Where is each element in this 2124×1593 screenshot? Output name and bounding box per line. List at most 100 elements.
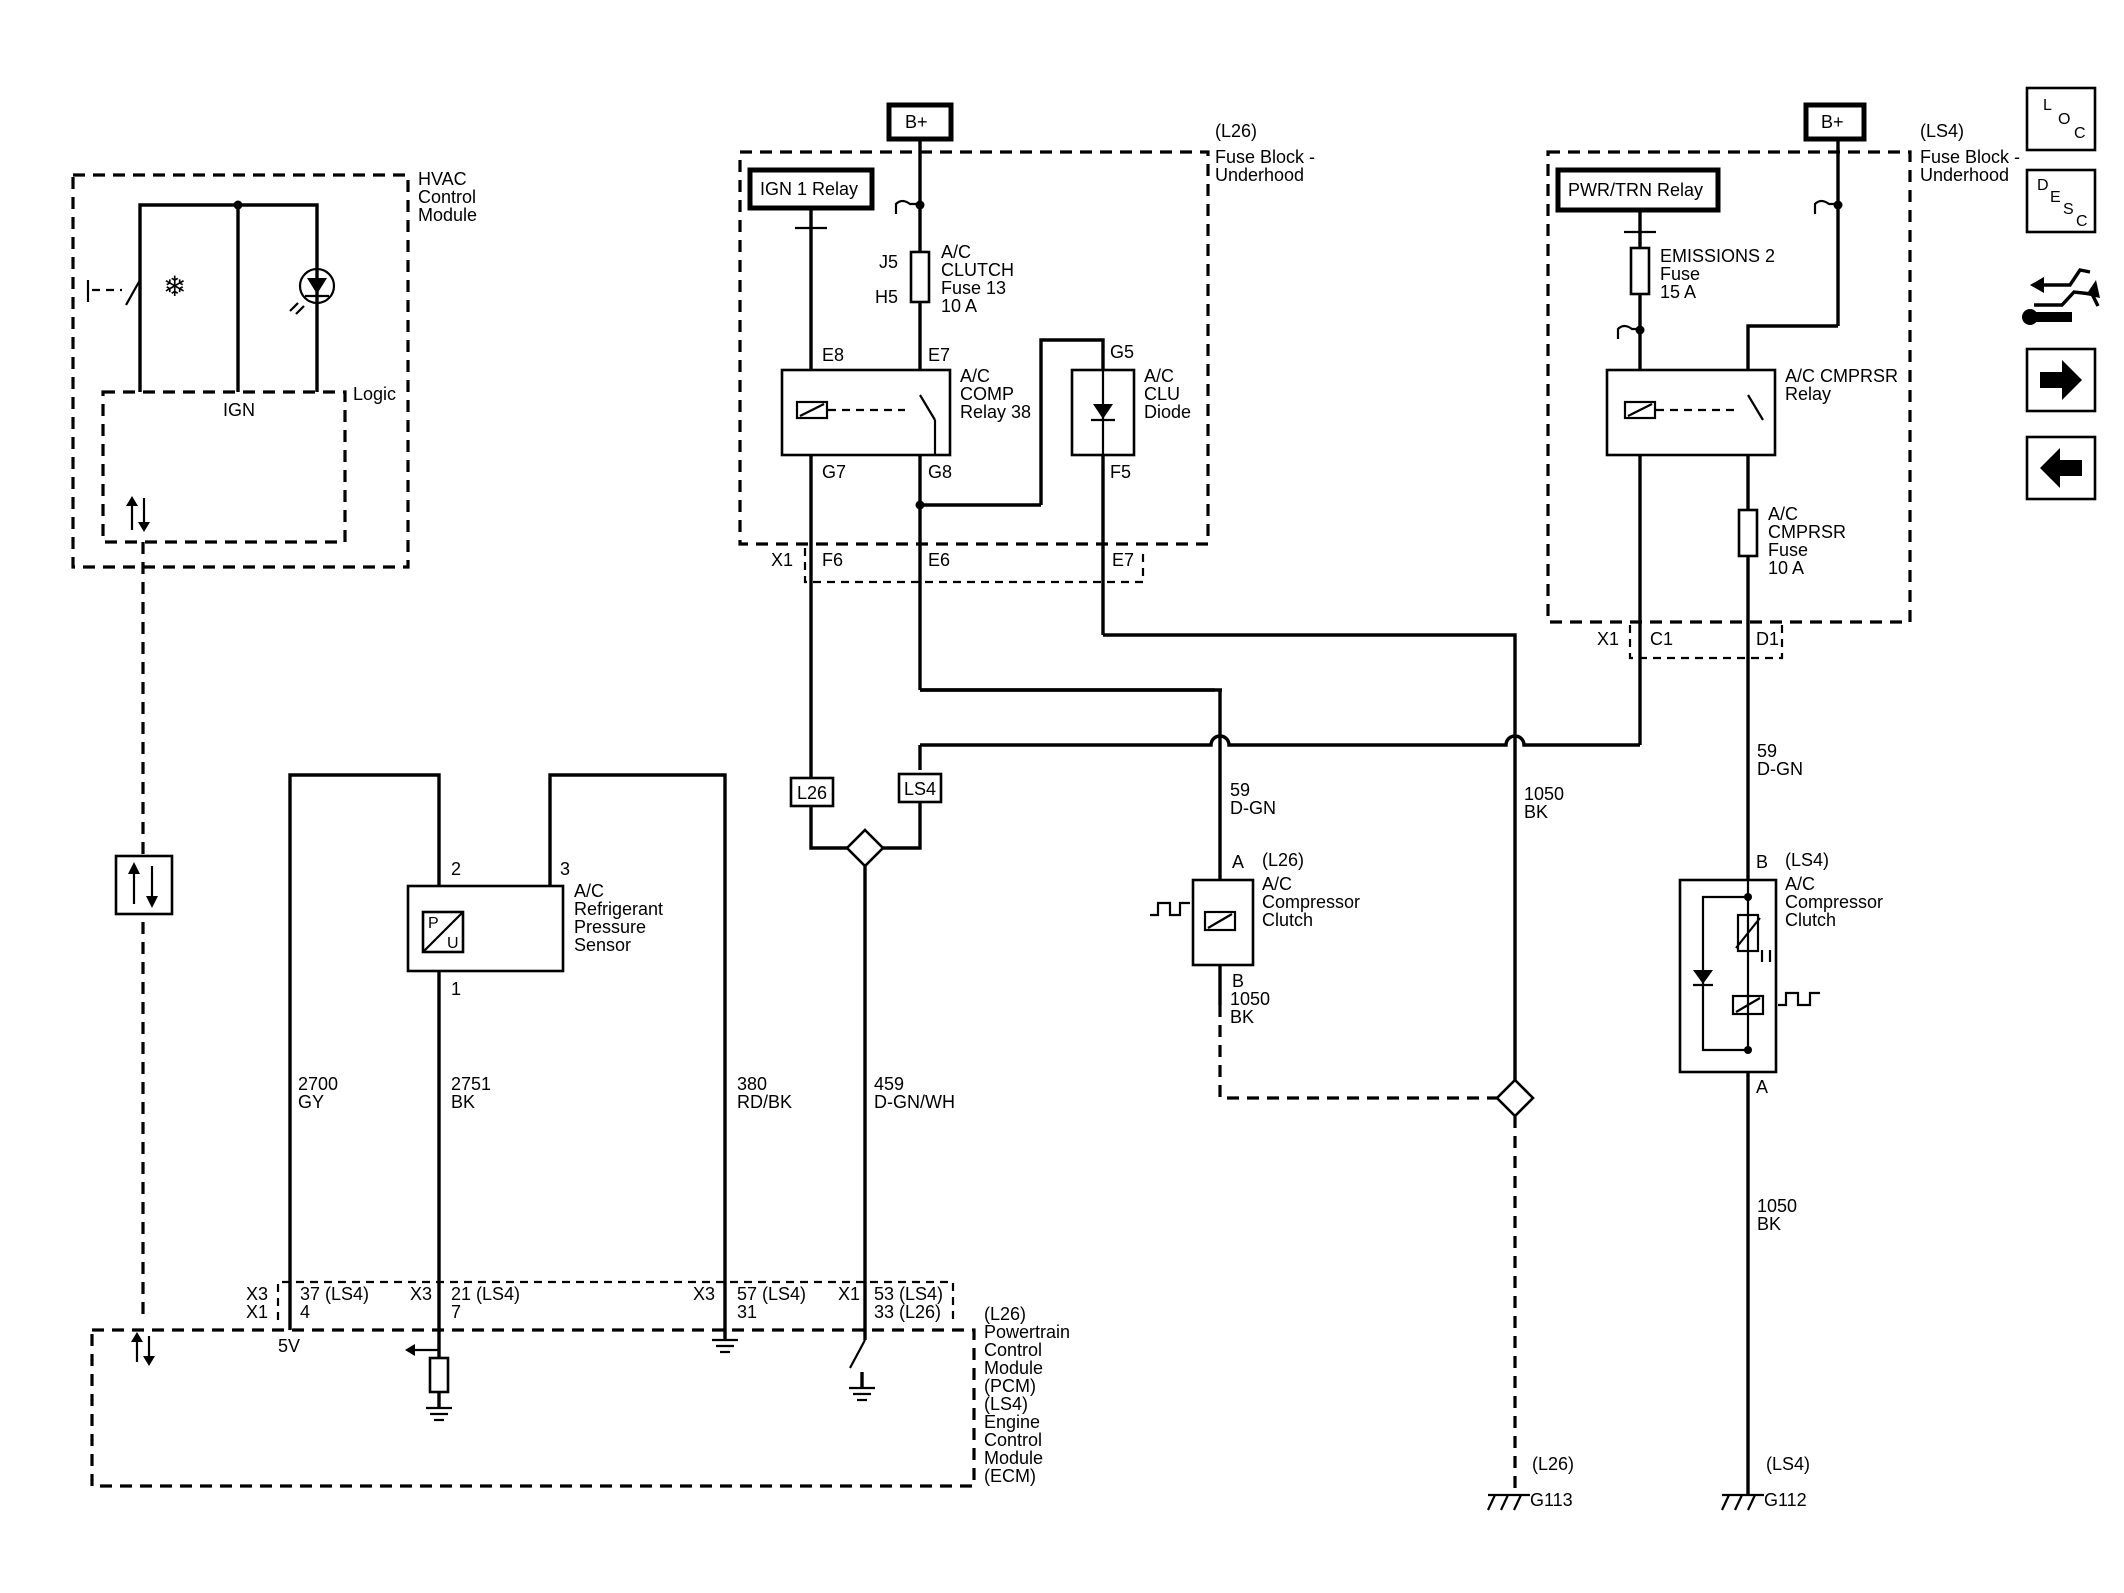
sensor-u-label: U — [447, 935, 459, 952]
ground-g112: (LS4) G112 — [1721, 1454, 1810, 1511]
fuse-block-ls4-variant: (LS4) — [1920, 121, 1964, 141]
pcm-pins2: 21 (LS4)7 — [451, 1284, 520, 1322]
g5-label: G5 — [1110, 342, 1134, 362]
fuse-block-l26: (L26) Fuse Block -Underhood B+ IGN 1 Rel… — [738, 102, 1315, 790]
ground-g113: (L26) G113 — [1487, 1454, 1574, 1511]
pcm-conn2: X3 — [410, 1284, 432, 1304]
pcm-conn3: X3 — [693, 1284, 715, 1304]
forward-button[interactable] — [2025, 347, 2097, 413]
d1-label: D1 — [1756, 629, 1779, 649]
e7-label: E7 — [928, 345, 950, 365]
g112-label: G112 — [1764, 1490, 1807, 1510]
snowflake-icon: ❄ — [163, 271, 186, 302]
pcm-pins4: 53 (LS4)33 (L26) — [874, 1284, 943, 1322]
fuse-block-l26-variant: (L26) — [1215, 121, 1257, 141]
desc-c: C — [2076, 213, 2088, 230]
c1-label: C1 — [1650, 629, 1673, 649]
e8-label: E8 — [822, 345, 844, 365]
variant-ls4-box: LS4 — [904, 779, 936, 799]
desc-s: S — [2063, 201, 2074, 218]
loc-o: O — [2058, 111, 2070, 128]
g113-label: G113 — [1530, 1490, 1573, 1510]
back-button[interactable] — [2025, 435, 2097, 501]
sensor-p-label: P — [428, 915, 439, 932]
description-button[interactable]: D E S C — [2025, 168, 2097, 234]
variant-l26-box: L26 — [797, 783, 827, 803]
serial-data-arrows-icon — [126, 496, 150, 532]
fuse-block-ls4-label: Fuse Block -Underhood — [1920, 147, 2020, 185]
location-button[interactable]: L O C — [2025, 86, 2097, 152]
hvac-logic-label: Logic — [353, 384, 396, 404]
sensor-pin2: 2 — [451, 859, 461, 879]
bplus-l26: B+ — [905, 112, 928, 132]
connector-tool-icon[interactable] — [2022, 268, 2100, 325]
clutch-l26-pin-b: B — [1232, 971, 1244, 991]
clutch-ls4-pin-a: A — [1756, 1077, 1768, 1097]
hvac-ign-label: IGN — [223, 400, 255, 420]
desc-e: E — [2050, 189, 2061, 206]
ign1-relay-label: IGN 1 Relay — [760, 179, 858, 199]
serial-data-box-icon — [114, 854, 174, 916]
g8-label: G8 — [928, 462, 952, 482]
pcm-serial-data-icon — [131, 1332, 155, 1366]
g7-label: G7 — [822, 462, 846, 482]
fuse-block-l26-label: Fuse Block -Underhood — [1215, 147, 1315, 185]
f5-label: F5 — [1110, 462, 1131, 482]
f6-label: F6 — [822, 550, 843, 570]
pwr-trn-relay-label: PWR/TRN Relay — [1568, 180, 1703, 200]
loc-l: L — [2043, 97, 2052, 114]
pcm-pins1: 37 (LS4)4 — [300, 1284, 369, 1322]
pcm-conn4: X1 — [838, 1284, 860, 1304]
nav-panel: L O C D E S C — [2022, 86, 2100, 501]
fuse-h5-label: H5 — [875, 287, 898, 307]
x1-l26-label: X1 — [771, 550, 793, 570]
clutch-ls4-pin-b: B — [1756, 852, 1768, 872]
sensor-pin1: 1 — [451, 979, 461, 999]
clutch-ls4-variant: (LS4) — [1785, 850, 1829, 870]
g112-variant: (LS4) — [1766, 1454, 1810, 1474]
fuse-j5-label: J5 — [879, 252, 898, 272]
x1-ls4-label: X1 — [1597, 629, 1619, 649]
arrow-left-icon — [2040, 448, 2082, 488]
bplus-ls4: B+ — [1821, 112, 1844, 132]
pcm-5v-label: 5V — [278, 1336, 300, 1356]
e7b-label: E7 — [1112, 550, 1134, 570]
pcm-pins3: 57 (LS4)31 — [737, 1284, 806, 1322]
sensor-pin3: 3 — [560, 859, 570, 879]
desc-d: D — [2037, 177, 2049, 194]
e6-label: E6 — [928, 550, 950, 570]
fuse-block-ls4: (LS4) Fuse Block -Underhood B+ PWR/TRN R… — [1546, 102, 2020, 880]
led-indicator-icon — [289, 267, 336, 315]
clutch-l26-variant: (L26) — [1262, 850, 1304, 870]
g113-variant: (L26) — [1532, 1454, 1574, 1474]
clutch-l26-pin-a: A — [1232, 852, 1244, 872]
arrow-right-icon — [2040, 360, 2082, 400]
